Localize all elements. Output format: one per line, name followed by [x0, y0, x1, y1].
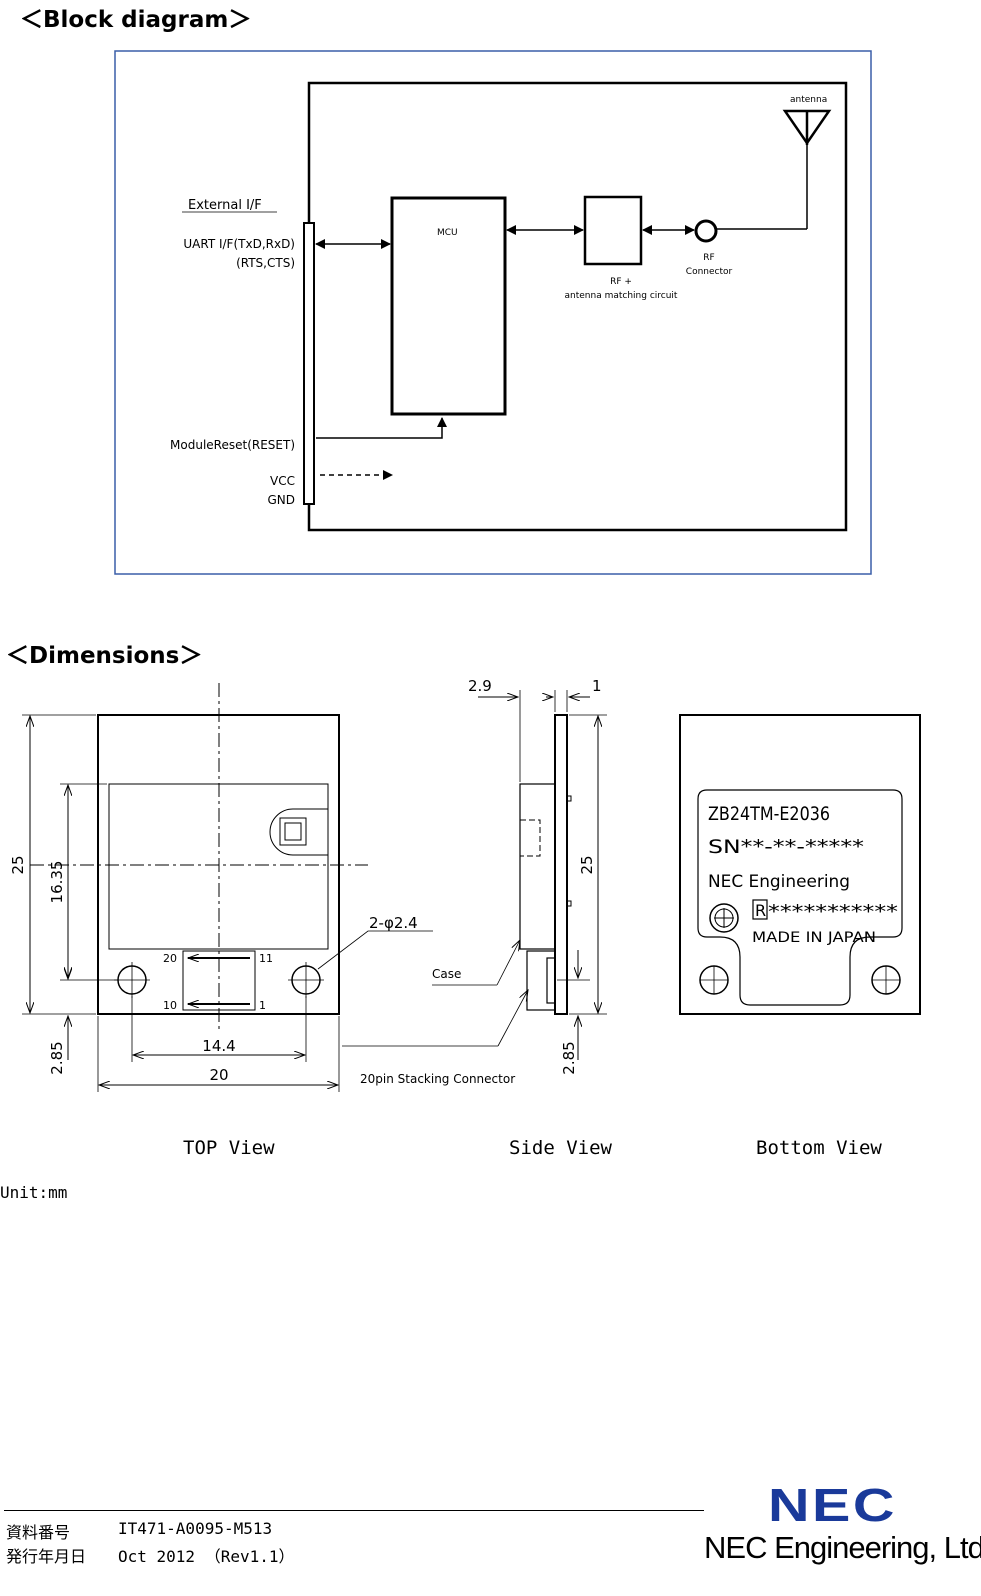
pin-11-label: 11 [259, 952, 273, 965]
top-dim-2-85: 2.85 [48, 1041, 66, 1074]
top-dim-25: 25 [9, 855, 27, 874]
issue-date-label: 発行年月日 [6, 1547, 87, 1566]
caption-bottom-view: Bottom View [756, 1137, 882, 1159]
connector-label: 20pin Stacking Connector [360, 1072, 515, 1086]
module-outline [307, 81, 848, 532]
top-dim-20: 20 [209, 1066, 228, 1084]
side-dim-25: 25 [578, 855, 596, 874]
label-maker: NEC Engineering [708, 872, 850, 892]
side-dim-2-85: 2.85 [560, 1041, 578, 1074]
mcu-label: MCU [437, 228, 458, 238]
vcc-label: VCC [270, 474, 295, 488]
label-origin: MADE IN JAPAN [752, 930, 876, 946]
rf-label-2: antenna matching circuit [565, 291, 678, 301]
footer-rule [4, 1510, 704, 1511]
pin-1-label: 1 [259, 999, 266, 1012]
block-diagram-heading: ＜Block diagram＞ [20, 7, 252, 33]
rf-connector-label: RF [703, 253, 714, 263]
mcu-block [390, 196, 507, 416]
diagram-frame [114, 50, 872, 575]
dimension-drawings: 25 16.35 2.85 14.4 20 2-φ2.4 20 11 10 1 … [9, 677, 921, 1092]
doc-number: IT471-A0095-M513 [118, 1519, 273, 1538]
rf-connector-label-2: Connector [686, 267, 733, 277]
external-if-label: External I/F [188, 198, 262, 213]
bottom-view-drawing [679, 714, 921, 1015]
uart-label: UART I/F(TxD,RxD) [183, 237, 295, 251]
company-name: NEC Engineering, Ltd. [704, 1530, 981, 1565]
case-label: Case [432, 967, 461, 981]
doc-number-label: 資料番号 [6, 1523, 71, 1542]
unit-note: Unit:mm [0, 1183, 68, 1202]
external-connector-bar [303, 222, 315, 505]
antenna-label: antenna [790, 95, 827, 105]
label-r: R [755, 901, 766, 920]
side-dim-2-9: 2.9 [468, 677, 492, 695]
top-dim-16-35: 16.35 [48, 861, 66, 904]
side-view-drawing [432, 690, 607, 1060]
rf-block [583, 195, 643, 266]
pin-10-label: 10 [163, 999, 177, 1012]
top-dim-14-4: 14.4 [202, 1037, 235, 1055]
dimensions-heading: ＜Dimensions＞ [6, 643, 203, 669]
reset-arrow [316, 417, 447, 439]
block-diagram: antenna External I/F UART I/F(TxD,RxD) (… [114, 50, 872, 575]
module-reset-label: ModuleReset(RESET) [170, 438, 295, 452]
caption-top-view: TOP View [183, 1137, 275, 1159]
top-view-drawing [22, 683, 528, 1092]
hole-callout: 2-φ2.4 [369, 914, 418, 932]
rf-label: RF + [610, 277, 632, 287]
caption-side-view: Side View [509, 1137, 612, 1159]
pin-20-label: 20 [163, 952, 177, 965]
nec-logo: NEC [768, 1479, 897, 1531]
side-dim-1: 1 [592, 677, 602, 695]
rf-connector-symbol [694, 219, 718, 243]
gnd-label: GND [267, 493, 295, 507]
uart-label-2: (RTS,CTS) [236, 256, 295, 270]
issue-date: Oct 2012 （Rev1.1） [118, 1547, 295, 1566]
label-stars: *********** [768, 901, 898, 923]
label-sn: SN**-**-***** [708, 836, 864, 858]
label-model: ZB24TM-E2036 [708, 803, 830, 825]
